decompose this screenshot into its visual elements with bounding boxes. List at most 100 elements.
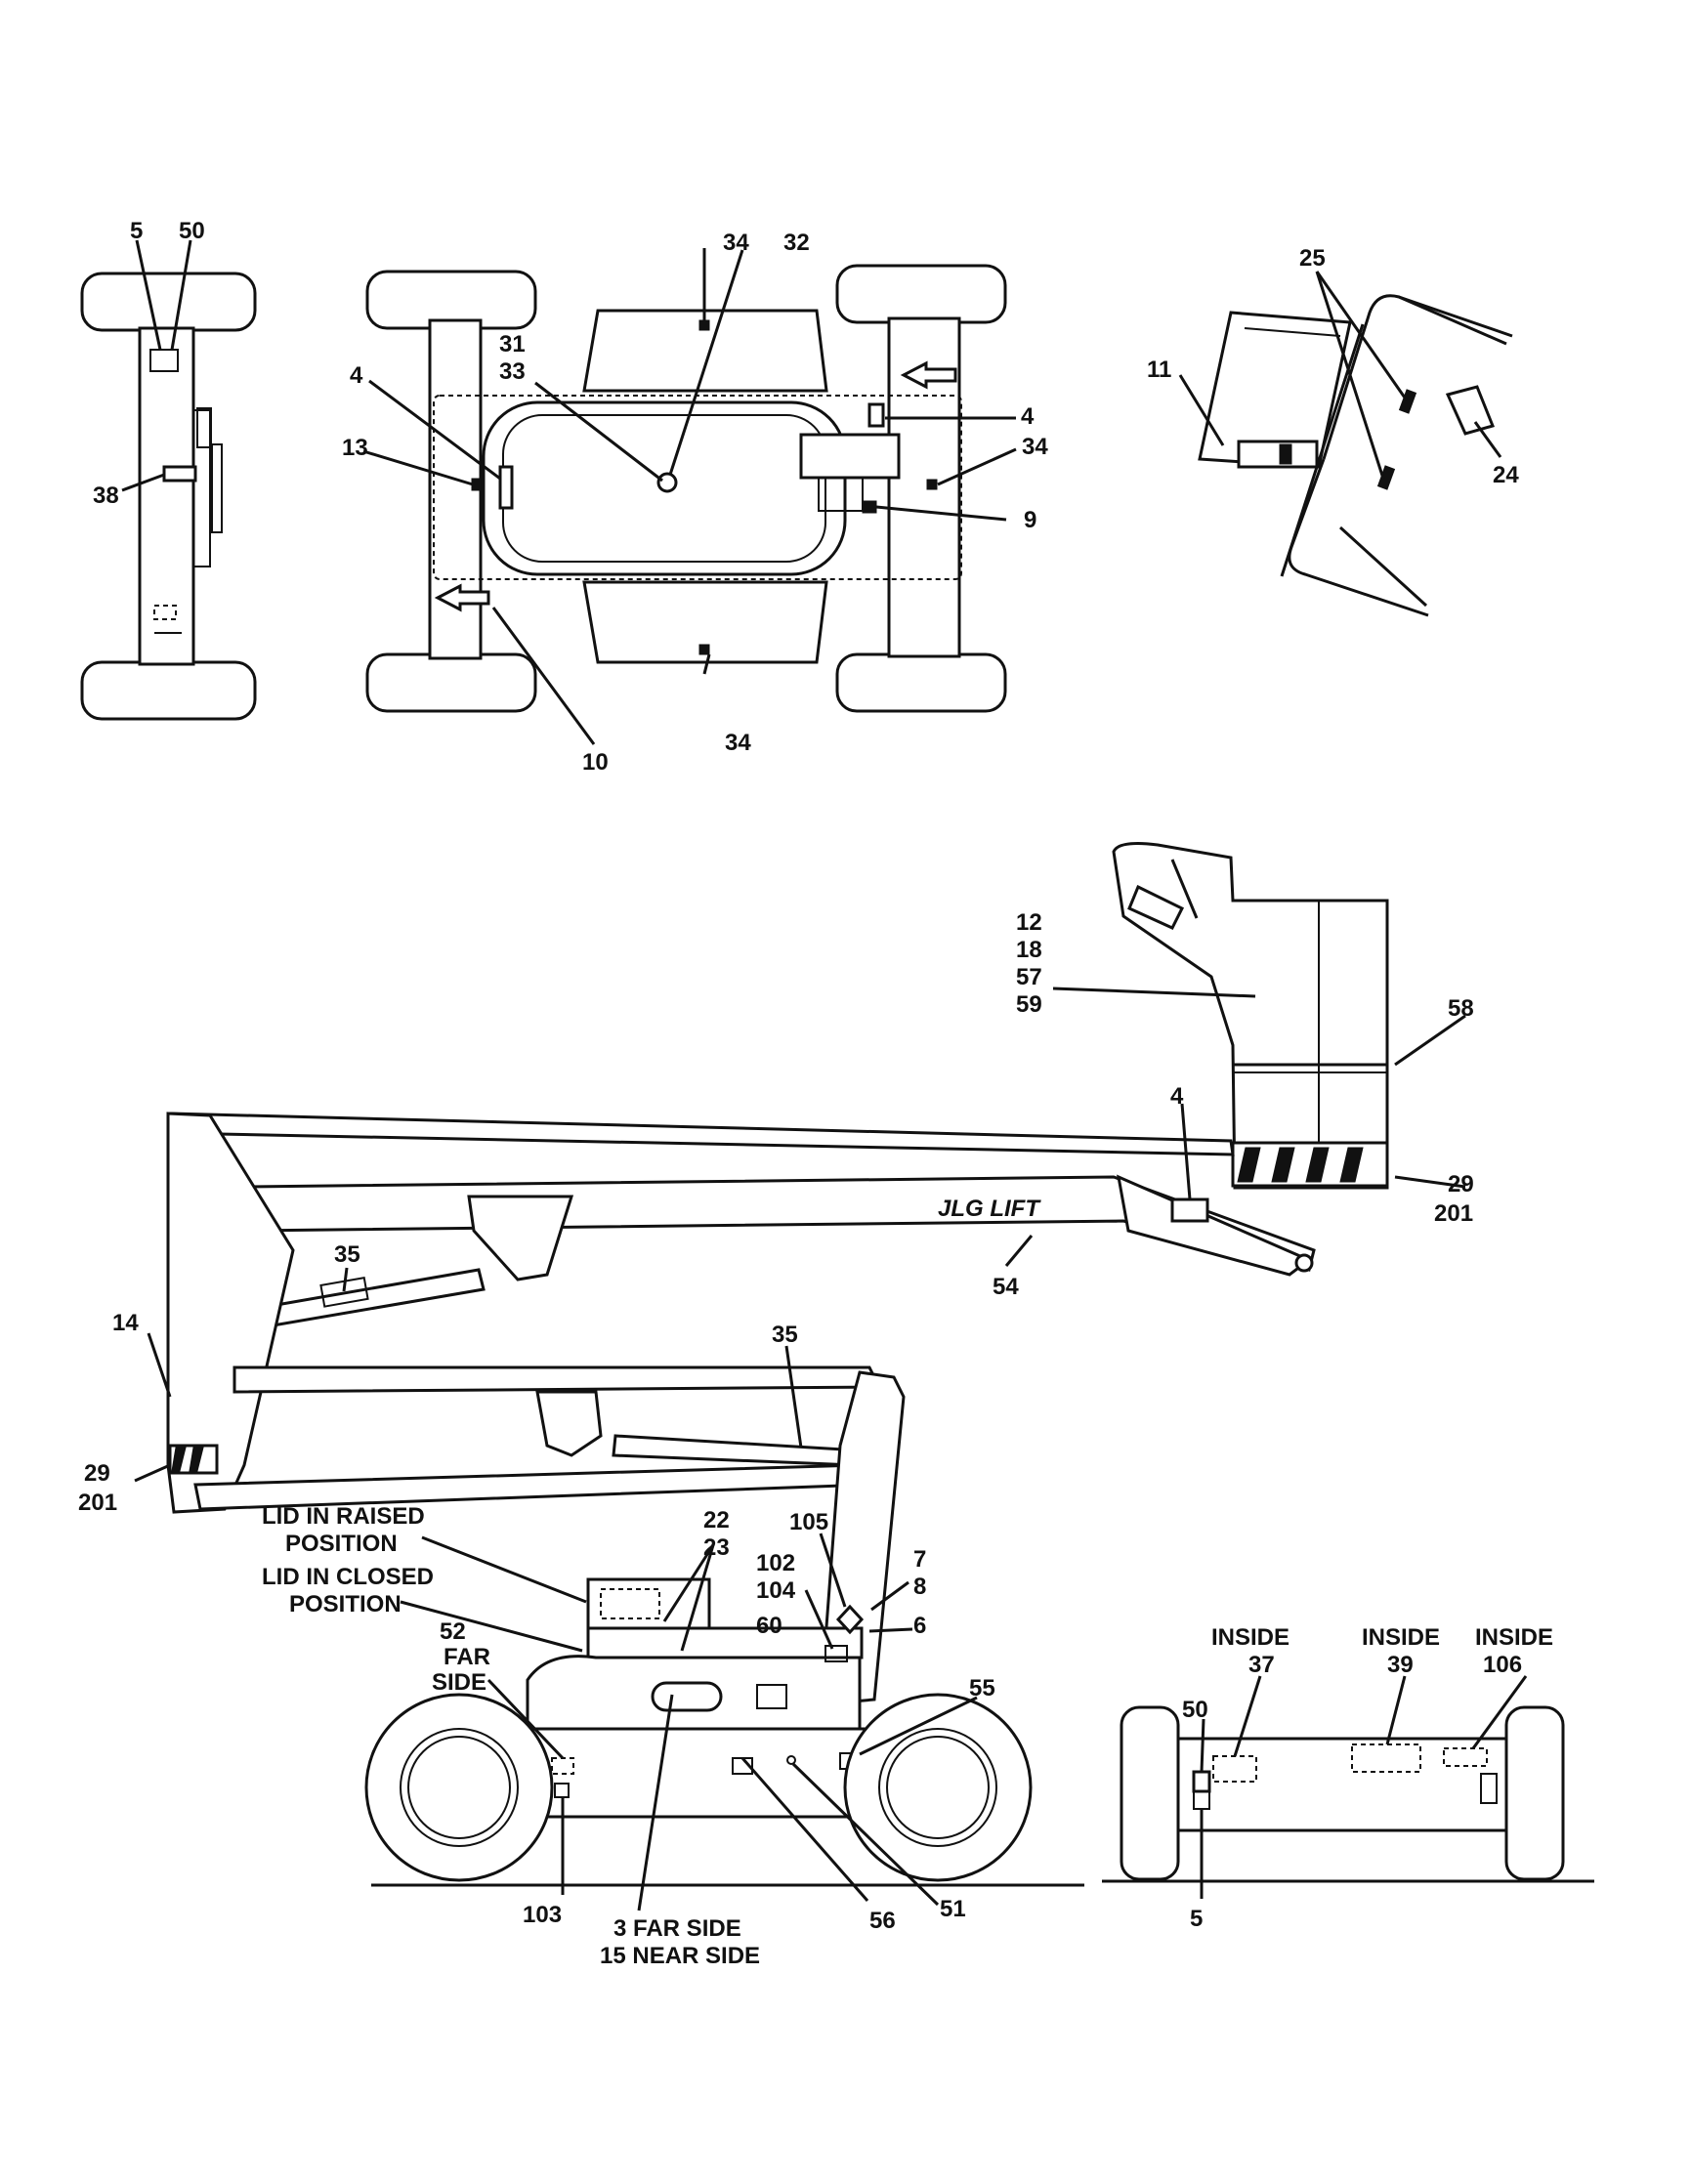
note-lid-raised-1: LID IN RAISED — [262, 1503, 425, 1530]
decal-11 — [1237, 440, 1319, 469]
callout-10: 10 — [582, 749, 609, 776]
decal-4-side — [1170, 1197, 1209, 1223]
callout-52: 52 — [440, 1618, 466, 1645]
callout-50-rear: 50 — [1182, 1697, 1208, 1723]
boom-link-upper — [467, 1195, 574, 1281]
callout-37: 37 — [1248, 1652, 1275, 1678]
platform-detail-view: 25 11 24 — [1147, 245, 1519, 617]
chassis-beam — [138, 326, 195, 666]
rear-tire-right — [1504, 1705, 1565, 1881]
callout-201-bottom: 201 — [78, 1490, 117, 1516]
callout-103: 103 — [523, 1902, 562, 1928]
note-item-3: 3 FAR SIDE — [613, 1915, 741, 1942]
lower-boom-rail — [233, 1365, 882, 1394]
callout-32: 32 — [783, 230, 810, 256]
callout-60: 60 — [756, 1613, 782, 1639]
tire-rear-left — [365, 652, 537, 713]
direction-arrow-icon — [900, 360, 957, 390]
callout-104: 104 — [756, 1577, 796, 1604]
upper-boom-rail — [169, 1112, 1235, 1156]
callout-18: 18 — [1016, 937, 1042, 963]
decal-5 — [149, 349, 179, 372]
platform-panel — [1198, 311, 1352, 469]
tire-front-right — [835, 264, 1007, 324]
chassis-end-view: 5 50 38 — [80, 218, 257, 721]
callout-35-lower: 35 — [772, 1322, 798, 1348]
brand-text: JLG LIFT — [938, 1196, 1041, 1222]
callout-105: 105 — [789, 1509, 828, 1535]
platform-control-box — [1127, 884, 1185, 930]
machine-top-view: 34 32 31 33 4 13 4 34 9 10 34 — [342, 230, 1048, 776]
callout-58: 58 — [1448, 995, 1474, 1022]
hood-top — [582, 309, 828, 393]
callout-31: 31 — [499, 331, 526, 357]
decal-4-right — [867, 402, 885, 428]
decal-50-rear — [1192, 1770, 1211, 1793]
decal-102 — [824, 1645, 848, 1662]
callout-13: 13 — [342, 435, 368, 461]
ce-diamond-icon — [835, 1604, 865, 1635]
note-far-side-1: FAR — [444, 1644, 490, 1670]
cylinder-35-lower — [612, 1434, 863, 1467]
callout-12: 12 — [1016, 909, 1042, 936]
note-lid-raised-2: POSITION — [285, 1531, 398, 1557]
callout-106: 106 — [1483, 1652, 1522, 1678]
control-box-24 — [1445, 385, 1496, 436]
callout-4-right: 4 — [1021, 403, 1035, 430]
callout-4-left: 4 — [350, 362, 363, 389]
rear-chassis — [1176, 1737, 1508, 1832]
callout-4-boom: 4 — [1170, 1083, 1184, 1110]
callout-55: 55 — [969, 1675, 995, 1701]
callout-54: 54 — [993, 1274, 1019, 1300]
note-lid-closed-1: LID IN CLOSED — [262, 1564, 434, 1590]
callout-34-right: 34 — [1022, 434, 1048, 460]
callout-24: 24 — [1493, 462, 1519, 488]
callout-25: 25 — [1299, 245, 1326, 272]
jlg-logo-plate — [651, 1681, 723, 1712]
callout-50: 50 — [179, 218, 205, 244]
callout-59: 59 — [1016, 991, 1042, 1018]
note-far-side-2: SIDE — [432, 1669, 486, 1696]
tire-rear-right — [835, 652, 1007, 713]
rear-tire-left — [1120, 1705, 1180, 1881]
callout-57: 57 — [1016, 964, 1042, 990]
callout-102: 102 — [756, 1550, 795, 1576]
chassis-side — [526, 1727, 867, 1819]
callout-35-upper: 35 — [334, 1241, 360, 1268]
lid-raised — [586, 1577, 711, 1630]
note-lid-closed-2: POSITION — [289, 1591, 402, 1617]
callout-8: 8 — [913, 1574, 926, 1600]
callout-39: 39 — [1387, 1652, 1414, 1678]
wheel-left — [364, 1693, 554, 1882]
tire-bottom — [80, 660, 257, 721]
callout-38: 38 — [93, 483, 119, 509]
note-item-15: 15 NEAR SIDE — [600, 1943, 760, 1969]
tire-top — [80, 272, 257, 332]
callout-11: 11 — [1147, 357, 1171, 383]
decal-34-top — [698, 319, 710, 331]
lid-closed — [586, 1626, 864, 1659]
decal-9 — [862, 500, 877, 514]
decal-38 — [162, 465, 197, 483]
note-inside-39: INSIDE — [1362, 1624, 1440, 1651]
decal-60 — [756, 1684, 787, 1709]
decal-4-left — [498, 465, 514, 510]
callout-5-rear: 5 — [1190, 1906, 1203, 1932]
callout-14: 14 — [112, 1310, 139, 1336]
callout-33: 33 — [499, 358, 526, 385]
boom-link-lower — [535, 1390, 603, 1457]
callout-6: 6 — [913, 1613, 926, 1639]
hood-bottom — [582, 580, 828, 664]
callout-5: 5 — [130, 218, 143, 244]
wheel-right — [843, 1693, 1033, 1882]
callout-22: 22 — [703, 1507, 730, 1533]
callout-56: 56 — [869, 1908, 896, 1934]
callout-29-bottom: 29 — [84, 1460, 110, 1487]
note-inside-106: INSIDE — [1475, 1624, 1553, 1651]
decal-32 — [656, 472, 678, 493]
callout-51: 51 — [940, 1896, 966, 1922]
decal-51 — [786, 1755, 796, 1765]
callout-7: 7 — [913, 1546, 926, 1573]
